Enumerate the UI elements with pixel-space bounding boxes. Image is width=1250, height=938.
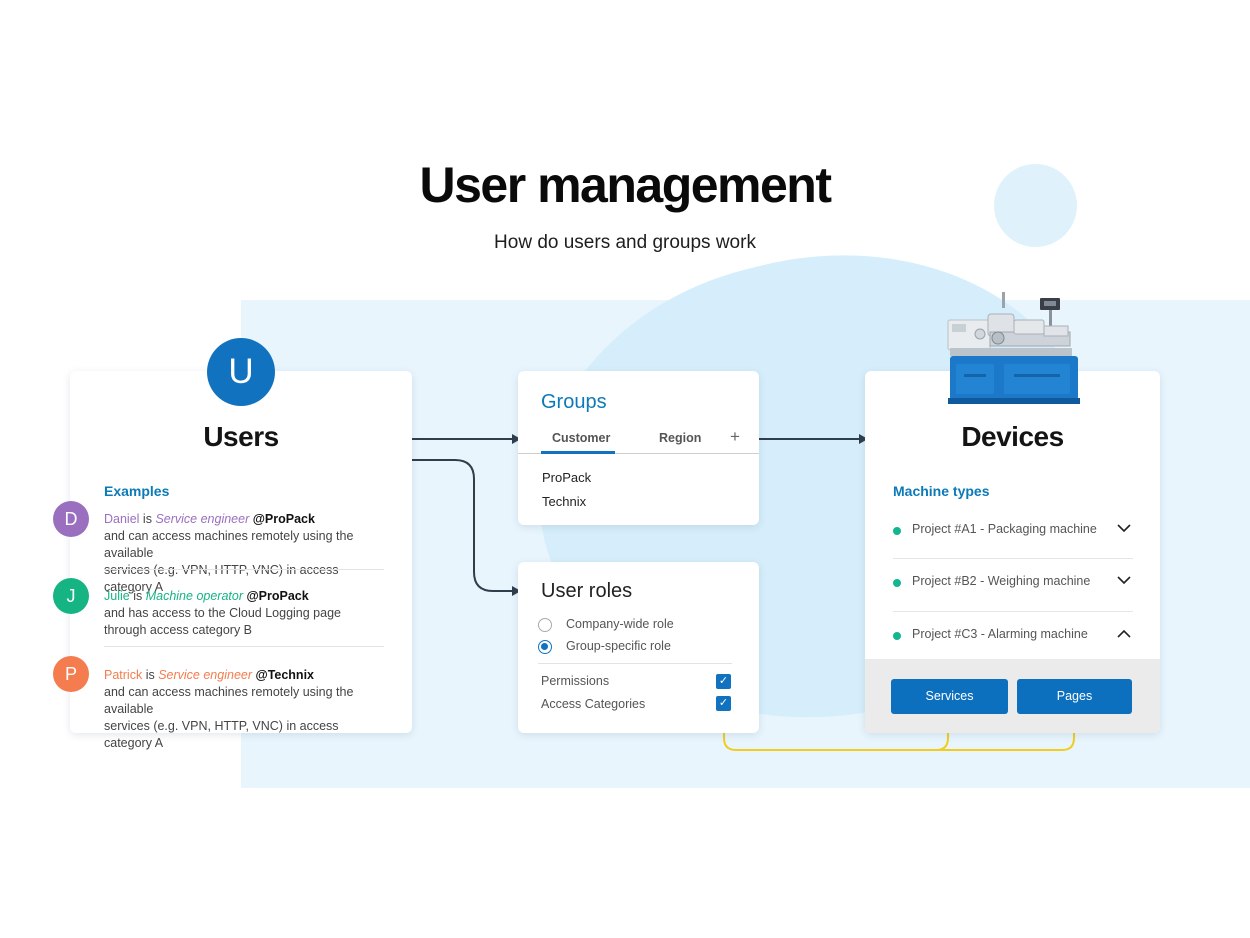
example-name: Daniel [104, 512, 140, 526]
access-categories-checkbox[interactable]: ✓ [716, 696, 731, 711]
example-line2: through access category B [104, 623, 252, 637]
services-button[interactable]: Services [891, 679, 1008, 714]
example-line2: services (e.g. VPN, HTTP, VNC) in access… [104, 719, 339, 750]
user-roles-card: User roles Company-wide role Group-speci… [518, 562, 759, 733]
machine-label: Project #A1 - Packaging machine [912, 522, 1097, 536]
chevron-down-icon[interactable] [1117, 572, 1131, 588]
avatar-daniel[interactable]: D [53, 501, 89, 537]
example-is: is [142, 512, 152, 526]
example-divider [104, 646, 384, 647]
radio-button-off[interactable] [538, 618, 552, 632]
machine-row-b2[interactable]: Project #B2 - Weighing machine [893, 558, 1133, 610]
radio-button-on[interactable] [538, 640, 552, 654]
background-circle [994, 164, 1077, 247]
example-patrick: Patrick is Service engineer @Technix and… [104, 667, 384, 752]
lathe-machine-image [947, 292, 1080, 404]
example-is: is [133, 589, 143, 603]
pages-button[interactable]: Pages [1017, 679, 1132, 714]
machine-divider [893, 558, 1133, 559]
machine-label: Project #B2 - Weighing machine [912, 574, 1091, 588]
example-julie: Julie is Machine operator @ProPack and h… [104, 588, 384, 639]
radio-label: Group-specific role [566, 639, 671, 653]
example-role: Machine operator [145, 589, 243, 603]
example-company: @ProPack [252, 512, 315, 526]
machine-label: Project #C3 - Alarming machine [912, 627, 1088, 641]
group-item-technix[interactable]: Technix [542, 494, 587, 509]
example-name: Patrick [104, 668, 143, 682]
machine-row-c3[interactable]: Project #C3 - Alarming machine [893, 611, 1133, 663]
example-company: @Technix [255, 668, 315, 682]
example-role: Service engineer [155, 512, 250, 526]
radio-label: Company-wide role [566, 617, 674, 631]
page-title: User management [419, 157, 833, 213]
machine-divider [893, 611, 1133, 612]
devices-heading: Devices [961, 421, 1064, 452]
permissions-label: Permissions [541, 674, 610, 688]
example-company: @ProPack [246, 589, 309, 603]
permissions-checkbox[interactable]: ✓ [716, 674, 731, 689]
active-tab-indicator [541, 451, 615, 454]
access-categories-label: Access Categories [541, 697, 646, 711]
roles-title: User roles [541, 580, 633, 602]
status-dot-icon [893, 527, 901, 535]
example-daniel: Daniel is Service engineer @ProPack and … [104, 511, 384, 596]
tab-region[interactable]: Region [659, 431, 702, 445]
chevron-down-icon[interactable] [1117, 520, 1131, 536]
add-group-button[interactable]: + [730, 427, 740, 446]
users-avatar: U [207, 338, 275, 406]
group-item-propack[interactable]: ProPack [542, 470, 592, 485]
devices-card: Devices Machine types Project #A1 - Pack… [865, 371, 1160, 733]
example-is: is [145, 668, 155, 682]
page-subtitle: How do users and groups work [494, 232, 756, 253]
machine-row-a1[interactable]: Project #A1 - Packaging machine [893, 506, 1133, 558]
chevron-up-icon[interactable] [1117, 625, 1131, 641]
groups-card: Groups Customer Region + ProPack Technix [518, 371, 759, 525]
roles-divider [538, 663, 732, 664]
users-heading: Users [203, 421, 279, 452]
example-line1: and can access machines remotely using t… [104, 529, 354, 560]
tab-divider [518, 453, 759, 454]
machine-types-label: Machine types [893, 483, 990, 499]
example-line2: services (e.g. VPN, HTTP, VNC) in access… [104, 563, 339, 594]
status-dot-icon [893, 632, 901, 640]
avatar-patrick[interactable]: P [53, 656, 89, 692]
avatar-julie[interactable]: J [53, 578, 89, 614]
example-divider [104, 569, 384, 570]
status-dot-icon [893, 579, 901, 587]
example-role: Service engineer [158, 668, 253, 682]
users-card: Users Examples Daniel is Service enginee… [70, 371, 412, 750]
example-line1: and can access machines remotely using t… [104, 685, 354, 716]
example-name: Julie [104, 589, 130, 603]
tab-customer[interactable]: Customer [552, 431, 611, 445]
example-line1: and has access to the Cloud Logging page [104, 606, 341, 620]
examples-label: Examples [104, 483, 170, 499]
groups-title: Groups [541, 391, 607, 413]
